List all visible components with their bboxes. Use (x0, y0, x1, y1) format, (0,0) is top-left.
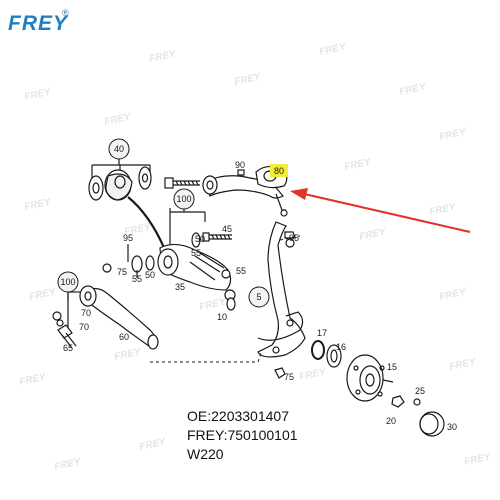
label-5: 5 (256, 292, 261, 302)
wheel-bearing (326, 344, 342, 368)
registered-mark: ® (62, 8, 69, 18)
callout-circle-100-left (57, 271, 79, 293)
label-40: 40 (114, 144, 124, 154)
snap-ring (311, 340, 325, 360)
watermark: FREY (28, 286, 58, 303)
watermark: FREY (138, 436, 168, 453)
label-80: 80 (274, 166, 284, 176)
label-70-bottom: 70 (79, 322, 89, 332)
label-100-top: 100 (176, 194, 191, 204)
knuckle-bolt-75 (274, 367, 286, 379)
label-17: 17 (317, 328, 327, 338)
callout-circle-5 (248, 286, 270, 308)
watermark: FREY (318, 41, 348, 58)
bushing (104, 169, 133, 201)
oe-number: OE:2203301407 (187, 408, 289, 424)
label-60: 60 (119, 332, 129, 342)
lower-control-arm-60 (79, 285, 159, 350)
watermark: FREY (298, 366, 328, 383)
label-15: 15 (387, 362, 397, 372)
watermark: FREY (358, 226, 388, 243)
frey-logo: FREY (8, 12, 69, 35)
label-65: 65 (63, 343, 73, 353)
watermark: FREY (53, 456, 83, 473)
watermark: FREY (398, 81, 428, 98)
label-70-top: 70 (81, 308, 91, 318)
watermark: FREY (438, 286, 468, 303)
label-95-left: 95 (123, 233, 133, 243)
wheel-hub (346, 354, 394, 402)
watermark: FREY (198, 296, 228, 313)
label-45: 45 (222, 224, 232, 234)
dust-cap (419, 411, 445, 437)
label-35: 35 (175, 282, 185, 292)
callout-circle-100-top (173, 188, 195, 210)
steering-knuckle (257, 221, 306, 358)
frey-number: FREY:750100101 (187, 427, 298, 443)
watermark: FREY (18, 371, 48, 388)
label-50-top: 50 (195, 234, 205, 244)
watermark: FREY (103, 111, 133, 128)
washer-75-70 (52, 263, 112, 327)
bolt-90 (164, 177, 200, 189)
watermark: FREY (448, 356, 478, 373)
label-95-top: 95 (289, 233, 299, 243)
bolt-45 (202, 232, 232, 242)
watermark: FREY (23, 86, 53, 103)
label-10: 10 (217, 312, 227, 322)
label-30: 30 (447, 422, 457, 432)
watermark: FREY (23, 196, 53, 213)
label-20: 20 (386, 416, 396, 426)
bushing-washer-left (88, 175, 104, 201)
bolt-65 (57, 324, 77, 349)
watermark: FREY (428, 201, 458, 218)
callout-circle-40 (108, 138, 130, 160)
vehicle-model: W220 (187, 446, 224, 462)
lower-control-arm-35 (157, 243, 236, 311)
label-100-left: 100 (60, 277, 75, 287)
label-55-top: 55 (191, 248, 201, 258)
watermark: FREY (148, 48, 178, 65)
label-55-right: 55 (236, 266, 246, 276)
part-info: OE:2203301407 FREY:750100101 W220 (187, 407, 298, 464)
watermark: FREY (343, 156, 373, 173)
label-55-left: 55 (132, 274, 142, 284)
label-90: 90 (235, 160, 245, 170)
watermark: FREY (233, 71, 263, 88)
label-25: 25 (415, 386, 425, 396)
bushing-washer-right (138, 166, 152, 190)
red-arrow (290, 188, 471, 233)
watermark: FREY (438, 126, 468, 143)
label-75-bottom: 75 (284, 372, 294, 382)
label-16: 16 (336, 342, 346, 352)
label-50-mid: 50 (145, 270, 155, 280)
watermark: FREY (463, 451, 493, 468)
hub-nut (391, 395, 421, 408)
label-75-left: 75 (117, 267, 127, 277)
washer-stack-50-55 (131, 232, 231, 279)
watermark: FREY (113, 346, 143, 363)
highlight-80 (270, 164, 288, 177)
